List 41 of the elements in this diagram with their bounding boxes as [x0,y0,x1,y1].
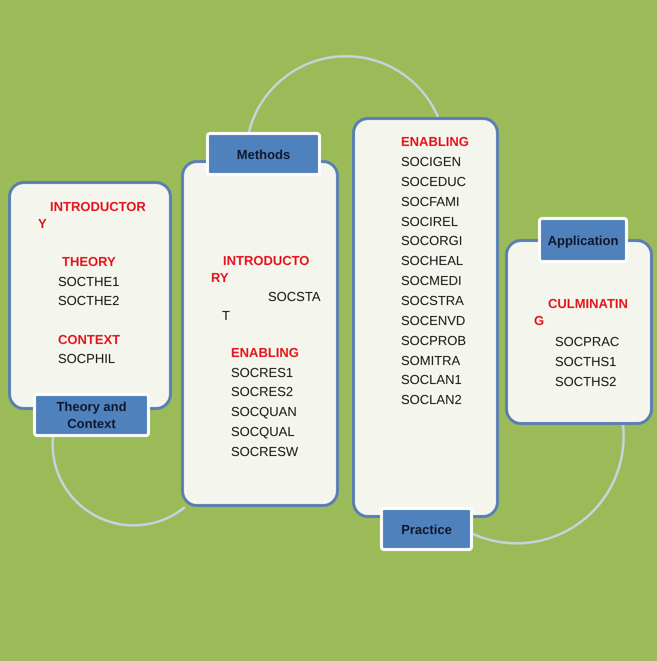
stage-tab: Practice [380,507,473,551]
stage-card [181,160,339,507]
connector-arc [472,424,625,544]
course-code: SOCTHS2 [555,373,616,391]
connector-arc [248,55,440,132]
connector-arc [51,436,186,526]
course-code: SOCLAN1 [401,371,462,390]
course-code: SOCSTAT [222,288,322,325]
stage-tab: Theory and Context [33,393,150,437]
course-code: SOCEDUC [401,172,466,191]
course-code: SOCMEDI [401,272,462,290]
course-code: SOMITRA [401,352,460,370]
course-code: SOCLAN2 [401,391,462,410]
course-code: SOCTHS1 [555,353,616,371]
course-code: SOCRESW [231,443,298,461]
stage-tab: Application [538,217,628,263]
section-heading: CONTEXT [58,331,120,349]
course-code: SOCSTRA [401,292,464,310]
course-code: SOCQUAN [231,403,297,421]
stage-tab: Methods [206,132,321,176]
section-heading: THEORY [62,253,116,271]
course-code: SOCFAMI [401,192,460,211]
course-code: SOCRES2 [231,383,294,401]
course-code: SOCHEAL [401,252,464,270]
course-code: SOCTHE2 [58,292,120,310]
section-heading: CULMINATING [534,295,629,329]
course-code: SOCPROB [401,332,466,350]
course-code: SOCTHE1 [58,273,120,291]
course-code: SOCENVD [401,312,466,330]
course-code: SOCIREL [401,212,458,231]
section-heading: INTRODUCTORY [38,198,147,232]
course-code: SOCORGI [401,232,462,250]
section-heading: INTRODUCTORY [211,252,310,286]
course-code: SOCQUAL [231,423,295,441]
course-code: SOCIGEN [401,153,461,171]
course-code: SOCRES1 [231,364,294,382]
course-code: SOCPRAC [555,333,620,351]
stage-card [352,117,499,518]
section-heading: ENABLING [231,344,299,362]
course-code: SOCPHIL [58,350,116,368]
section-heading: ENABLING [401,133,469,151]
